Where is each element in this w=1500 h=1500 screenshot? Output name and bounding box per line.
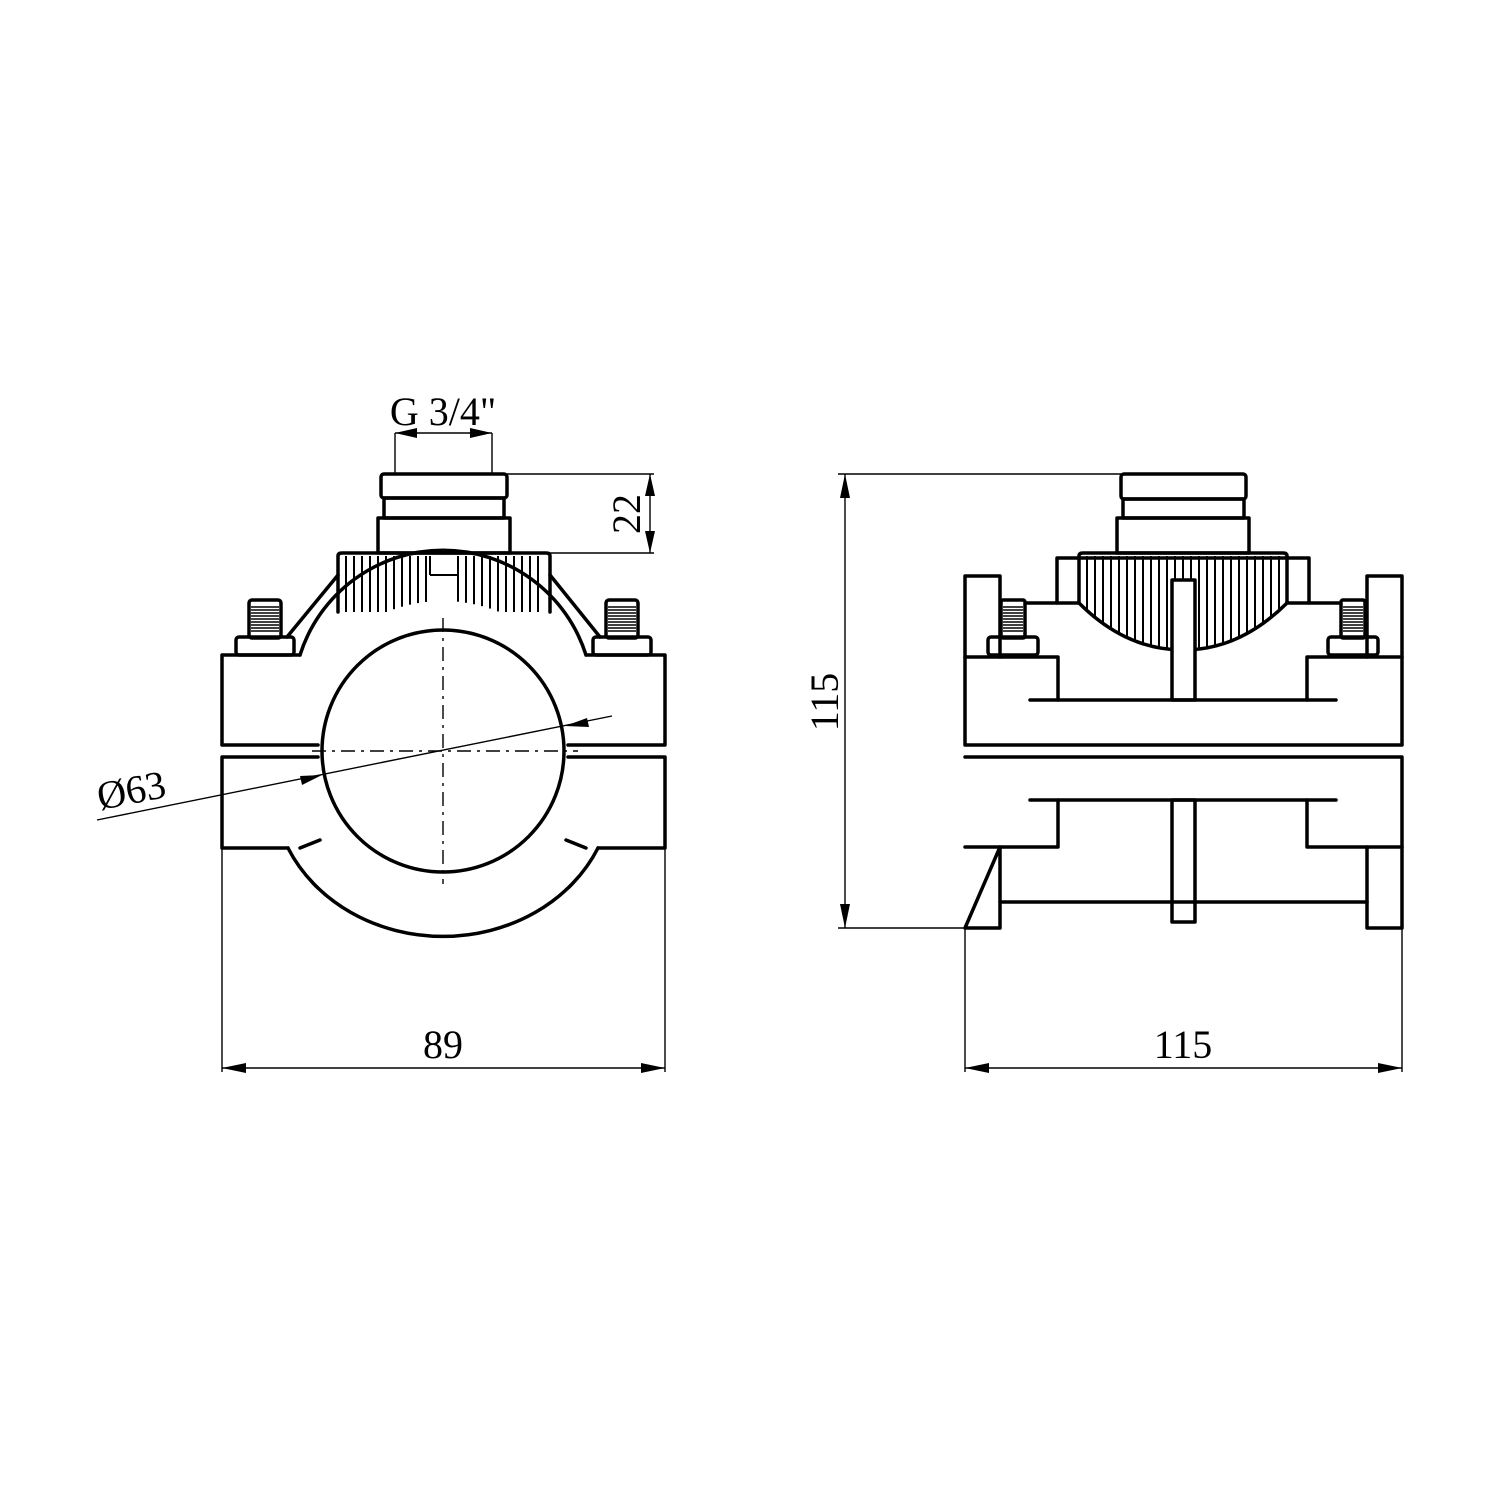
front-view: G 3/4" 22 Ø63 89	[93, 389, 667, 1073]
bolt-left	[234, 598, 296, 657]
side-knurled-nut	[1077, 551, 1289, 652]
side-width-dimension: 115	[964, 928, 1403, 1073]
outlet-height-label: 22	[604, 494, 649, 534]
side-upper-frame	[963, 574, 1404, 747]
saddle-braces	[285, 573, 602, 639]
outlet-height-dimension: 22	[507, 473, 655, 554]
side-bolt-left	[986, 598, 1040, 657]
side-bolt-right	[1326, 598, 1380, 657]
outlet-cap-ring	[382, 496, 506, 520]
side-center-rib-top	[1170, 578, 1197, 702]
front-width-label: 89	[423, 1022, 463, 1067]
pipe-diameter-dimension: Ø63	[93, 715, 613, 821]
side-outlet-cap-ring	[1121, 497, 1246, 520]
side-center-rib-bottom	[1170, 798, 1197, 924]
side-outlet-cap-top	[1119, 472, 1248, 501]
thread-label: G 3/4"	[390, 389, 496, 434]
outlet-body	[376, 516, 512, 555]
saddle-arc	[298, 548, 588, 657]
lower-clamp-body	[220, 755, 667, 850]
side-upper-steps	[963, 655, 1404, 702]
side-knurl-lines	[1086, 556, 1280, 650]
front-width-dimension: 89	[221, 848, 666, 1073]
pipe-diameter-label: Ø63	[93, 762, 169, 819]
side-outlet-body	[1115, 516, 1251, 555]
thread-dimension: G 3/4"	[390, 389, 496, 474]
side-view: 115 115	[802, 472, 1404, 1073]
lower-saddle-edges	[298, 838, 588, 850]
side-height-label: 115	[802, 673, 847, 732]
side-lower-steps	[963, 798, 1404, 849]
bolt-right	[591, 598, 653, 657]
side-height-dimension: 115	[802, 473, 1121, 929]
side-width-label: 115	[1154, 1022, 1213, 1067]
knurled-nut	[336, 551, 552, 614]
outlet-cap-top	[379, 472, 509, 500]
lower-saddle-arc	[286, 846, 600, 939]
